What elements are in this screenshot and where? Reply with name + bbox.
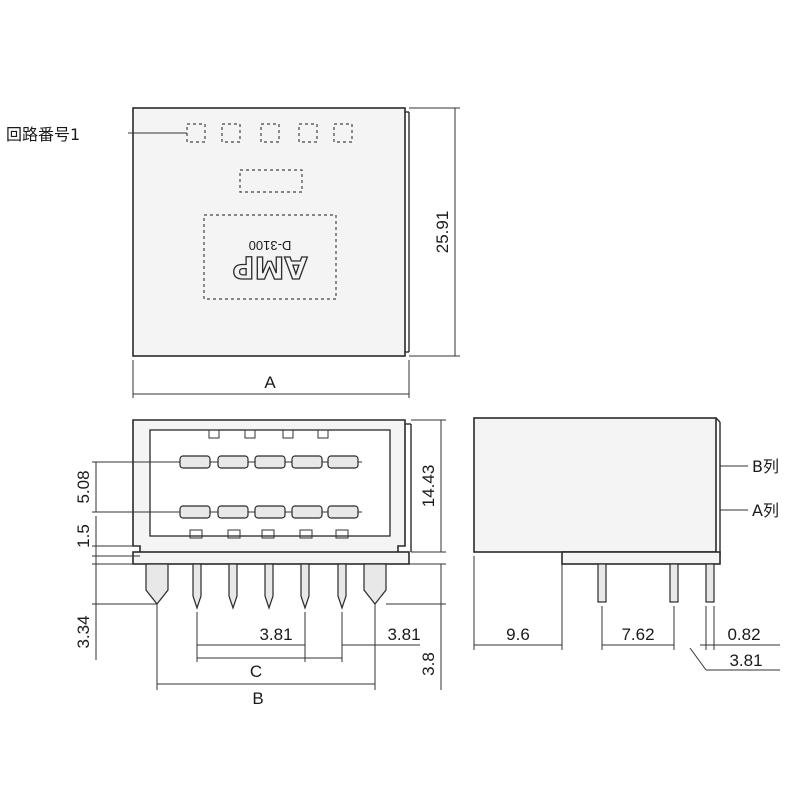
dim-a-label: A bbox=[264, 373, 276, 392]
dim-pin-thickness-label: 0.82 bbox=[727, 625, 760, 644]
side-housing bbox=[473, 417, 717, 553]
dim-b-label: B bbox=[252, 689, 263, 708]
small-marking-box bbox=[239, 169, 303, 193]
front-base bbox=[132, 551, 410, 565]
side-pin-1 bbox=[597, 563, 607, 603]
peg-left bbox=[145, 563, 169, 605]
contact-b5 bbox=[327, 455, 359, 469]
contact-b2 bbox=[217, 455, 249, 469]
circuit-square-3 bbox=[260, 123, 280, 143]
amp-marking: D-3100 AMP bbox=[232, 238, 308, 285]
contact-row-a bbox=[92, 505, 362, 519]
contact-b4 bbox=[291, 455, 323, 469]
circuit-square-2 bbox=[221, 123, 241, 143]
contact-a2 bbox=[217, 505, 249, 519]
peg-right bbox=[363, 563, 387, 605]
contact-a1 bbox=[179, 505, 211, 519]
contact-a3 bbox=[254, 505, 286, 519]
top-view-body bbox=[132, 107, 406, 357]
side-view: B列 A列 9.6 7.62 0.82 3.81 bbox=[473, 417, 780, 671]
side-pin-2 bbox=[669, 563, 679, 603]
side-base bbox=[561, 551, 721, 565]
dim-pitch-left-label: 3.81 bbox=[259, 625, 292, 644]
dim-pin-length-label: 3.8 bbox=[419, 652, 438, 676]
dim-height-top-label: 25.91 bbox=[433, 211, 452, 254]
pin-5 bbox=[337, 563, 347, 610]
circuit-square-5 bbox=[333, 123, 353, 143]
pin-2 bbox=[228, 563, 238, 610]
pin-3 bbox=[264, 563, 274, 610]
top-view: 回路番号1 D-3100 AMP A 25.91 bbox=[6, 107, 460, 398]
contact-a4 bbox=[291, 505, 323, 519]
front-view: 5.08 1.5 3.34 14.43 3.8 3.81 3.81 C bbox=[74, 419, 446, 708]
row-b-label: B列 bbox=[752, 457, 779, 476]
dim-side-pitch-label: 7.62 bbox=[621, 625, 654, 644]
contact-a5 bbox=[327, 505, 359, 519]
circuit-square-4 bbox=[298, 123, 318, 143]
row-a-label: A列 bbox=[752, 501, 779, 520]
front-pins bbox=[192, 563, 347, 610]
contact-b3 bbox=[254, 455, 286, 469]
dim-side-offset-label: 3.81 bbox=[729, 651, 762, 670]
dim-side-depth-label: 9.6 bbox=[506, 625, 530, 644]
amp-marking-box bbox=[203, 214, 337, 300]
marking-brand: AMP bbox=[232, 249, 307, 284]
dim-side-offset-leader bbox=[689, 647, 707, 671]
dim-height-front-label: 14.43 bbox=[419, 465, 438, 508]
side-pin-3 bbox=[705, 563, 715, 603]
pin-1 bbox=[192, 563, 202, 610]
contact-row-b bbox=[92, 455, 362, 469]
circuit-number-label: 回路番号1 bbox=[6, 125, 80, 144]
dim-pin-offset-label: 3.34 bbox=[74, 615, 93, 648]
dim-pitch-right-label: 3.81 bbox=[387, 625, 420, 644]
pin-4 bbox=[300, 563, 310, 610]
marking-part-number: D-3100 bbox=[249, 238, 292, 253]
dim-c-label: C bbox=[250, 662, 262, 681]
dim-row-pitch-label: 5.08 bbox=[74, 470, 93, 503]
front-cavity bbox=[149, 429, 391, 537]
dim-gap-label: 1.5 bbox=[74, 524, 93, 548]
contact-b1 bbox=[179, 455, 211, 469]
